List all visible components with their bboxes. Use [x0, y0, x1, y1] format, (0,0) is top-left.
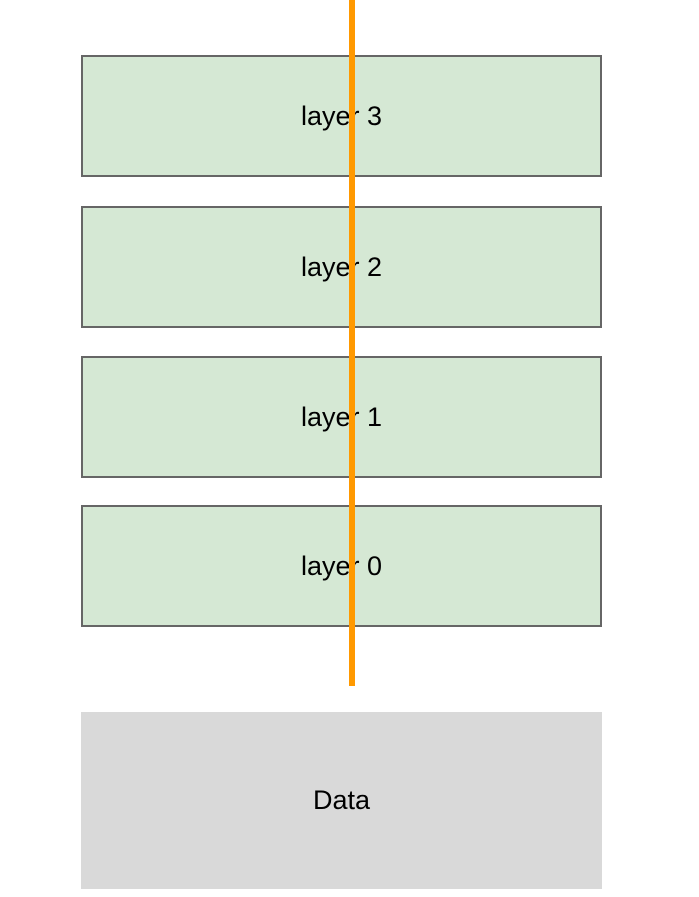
- node-label-layer-3: layer 3: [300, 100, 383, 131]
- node-label-layer-0: layer 0: [300, 550, 383, 581]
- vertical-cut-line: [349, 0, 355, 686]
- node-data[interactable]: Data: [81, 712, 602, 889]
- node-layer-1[interactable]: layer 1: [81, 356, 602, 478]
- node-layer-0[interactable]: layer 0: [81, 505, 602, 627]
- node-label-data: Data: [312, 785, 371, 816]
- node-label-layer-1: layer 1: [300, 401, 383, 432]
- node-label-layer-2: layer 2: [300, 251, 383, 282]
- node-layer-2[interactable]: layer 2: [81, 206, 602, 328]
- node-layer-3[interactable]: layer 3: [81, 55, 602, 177]
